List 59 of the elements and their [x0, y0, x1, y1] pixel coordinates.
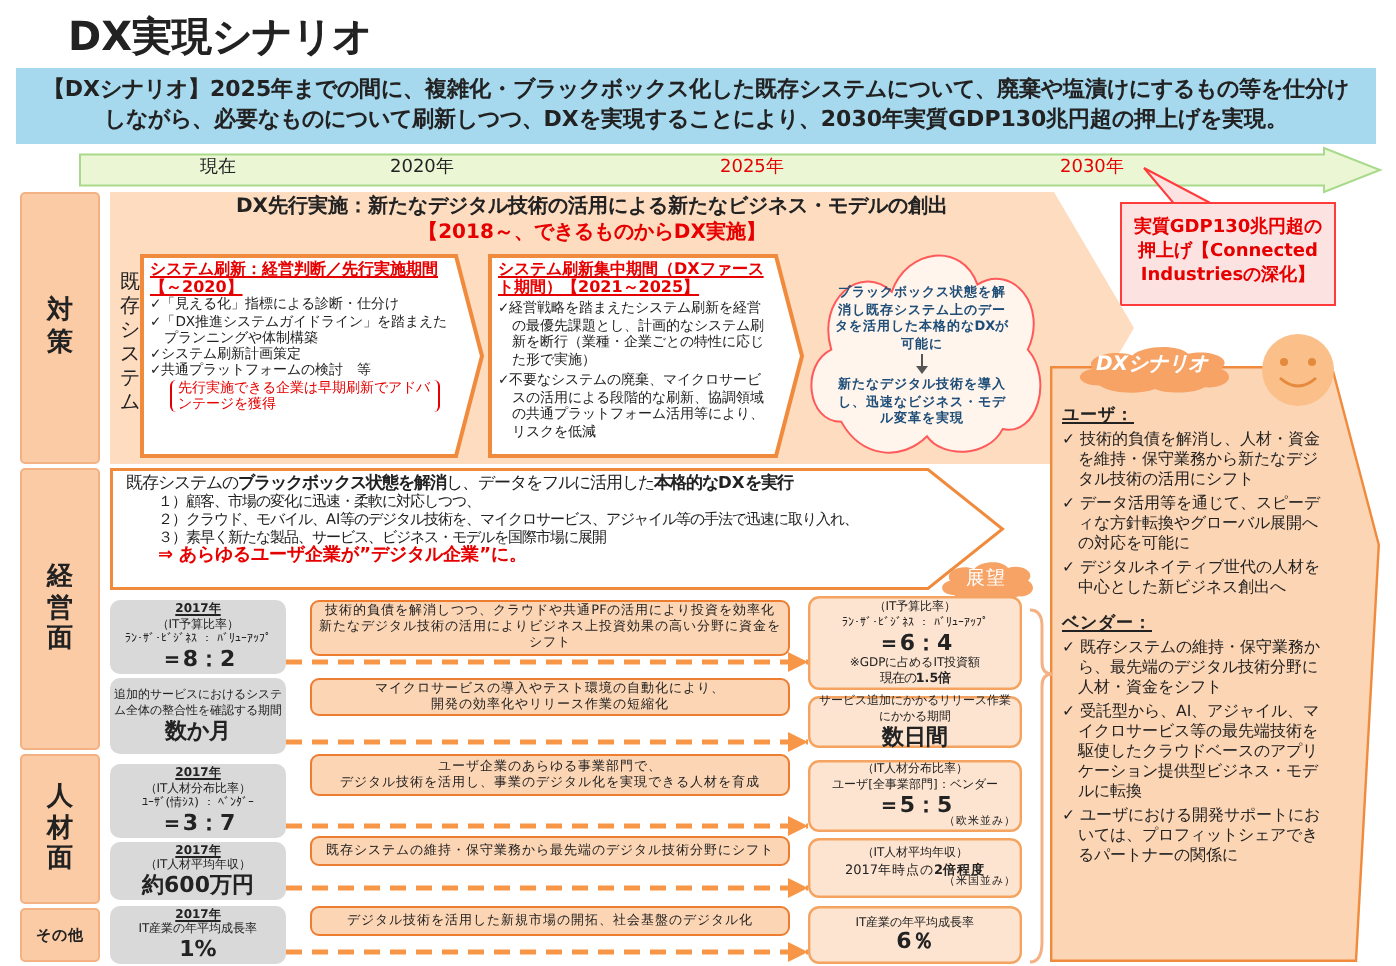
baseline-box [110, 842, 286, 900]
band-heading: DX先行実施：新たなデジタル技術の活用による新たなビジネス・モデルの創出 [233, 196, 950, 220]
timeline-label: 2025年 [720, 158, 784, 180]
timeline-band [80, 148, 1380, 192]
side-label: 対策 [46, 296, 74, 360]
measure-box [310, 754, 790, 796]
timeline-label: 2020年 [390, 158, 454, 180]
timeline-label: 現在 [200, 158, 236, 180]
stat-text: ＝8：2 [158, 648, 238, 673]
stat-text: ＝3：7 [158, 812, 238, 837]
dashed-arrow [286, 732, 808, 752]
box-heading: 既存システムのブラックボックス状態を解消し、データをフルに活用した本格的なDXを実行 [126, 472, 796, 493]
list-heading: ベンダー： [1062, 613, 1154, 635]
phase-heading: システム刷新：経営判断／先行実施期間【～2020】 [150, 260, 440, 297]
timeline-label: 2030年 [1060, 158, 1124, 180]
target-box [808, 906, 1022, 964]
stat-text: 1% [177, 938, 219, 963]
tag-text: DXシナリオ [1093, 354, 1211, 378]
measure-box [310, 836, 790, 866]
side-label: 経営面 [46, 562, 74, 656]
target-box [808, 596, 1022, 690]
baseline-box [110, 678, 286, 754]
vertical-label: 既存システム [118, 272, 142, 416]
target-box [808, 696, 1022, 748]
target-box [808, 838, 1022, 898]
baseline-box [110, 600, 286, 674]
side-label-box [20, 468, 100, 750]
conclusion-text: ⇒ あらゆるユーザ企業が”デジタル企業”に。 [156, 546, 530, 569]
dashed-arrow [286, 878, 808, 898]
target-text: ＝5：5 [875, 794, 953, 818]
stat-text: 数か月 [162, 719, 233, 744]
target-text: 6％ [894, 930, 936, 955]
side-label-box [20, 908, 100, 962]
side-label-box [20, 754, 100, 904]
side-label: 人材面 [46, 782, 74, 876]
summary-banner [16, 68, 1376, 144]
dashed-arrow [286, 652, 808, 672]
measure-box [310, 906, 790, 936]
phase-box [140, 254, 484, 458]
page-title: DX実現シナリオ [68, 12, 373, 60]
band-heading: 【2018～、できるものからDX実施】 [416, 221, 768, 246]
tag-text: 展望 [964, 568, 1008, 591]
callout-text: 実質GDP130兆円超の押上げ【Connected Industriesの深化】 [1131, 218, 1325, 290]
list-heading: ユーザ： [1062, 406, 1136, 427]
side-label-box [20, 192, 100, 464]
summary-text: 【DXシナリオ】2025年までの間に、複雑化・ブラックボックス化した既存システムについて、廃棄や塩漬けにするもの等を仕分けしながら、必要なものについて刷新しつつ、DXを実現することにより、2030年実質GDP130兆円超の押上げを実現。 [40, 76, 1352, 136]
phase-heading: システム刷新集中期間（DXファースト期間）【2021～2025】 [498, 260, 766, 297]
dashed-arrow [286, 942, 808, 962]
management-box [110, 468, 1004, 590]
measure-box [310, 678, 790, 716]
dashed-arrow [286, 816, 808, 836]
baseline-box [110, 764, 286, 838]
target-text: 数日間 [879, 725, 950, 750]
phase-box [488, 254, 804, 458]
baseline-box [110, 906, 286, 964]
target-box [808, 760, 1022, 832]
target-text: ＝6：4 [875, 631, 955, 656]
stat-text: 約600万円 [139, 874, 256, 899]
measure-box [310, 600, 790, 656]
